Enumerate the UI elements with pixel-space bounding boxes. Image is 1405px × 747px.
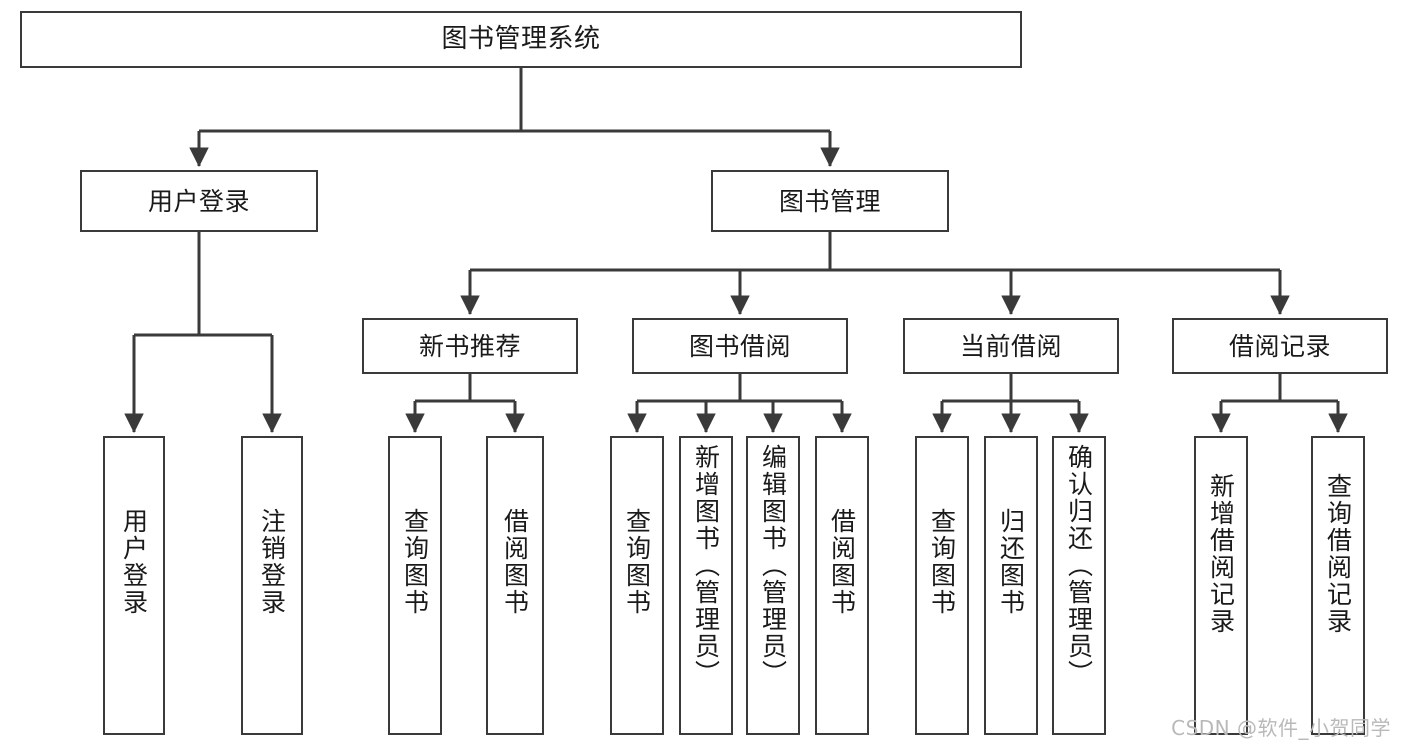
node-leaf-add-book[interactable]: 新增图书（管理员） — [679, 436, 733, 735]
csdn-watermark: CSDN @软件_小贺同学 — [1171, 716, 1391, 740]
node-leaf-query-book-b-label: 查询图书 — [622, 508, 652, 616]
node-leaf-query-book-rec[interactable]: 查询图书 — [388, 436, 442, 735]
node-leaf-query-book-c[interactable]: 查询图书 — [915, 436, 969, 735]
node-leaf-add-book-label: 新增图书（管理员） — [691, 444, 721, 687]
node-borrow-record-label: 借阅记录 — [1228, 331, 1331, 361]
node-root[interactable]: 图书管理系统 — [20, 11, 1022, 68]
node-leaf-borrow-book-b-label: 借阅图书 — [827, 508, 857, 616]
node-book-borrow[interactable]: 图书借阅 — [632, 318, 848, 374]
node-leaf-edit-book-label: 编辑图书（管理员） — [758, 444, 788, 687]
node-leaf-return-book-label: 归还图书 — [996, 508, 1026, 616]
node-leaf-return-book[interactable]: 归还图书 — [984, 436, 1038, 735]
node-leaf-confirm-return-label: 确认归还（管理员） — [1064, 444, 1094, 687]
node-user-login[interactable]: 用户登录 — [80, 170, 318, 232]
node-borrow-record[interactable]: 借阅记录 — [1172, 318, 1388, 374]
node-book-manage-label: 图书管理 — [778, 186, 881, 216]
node-leaf-query-record[interactable]: 查询借阅记录 — [1311, 436, 1365, 735]
node-book-borrow-label: 图书借阅 — [688, 331, 791, 361]
node-book-manage[interactable]: 图书管理 — [711, 170, 949, 232]
node-leaf-query-record-label: 查询借阅记录 — [1323, 473, 1353, 635]
node-current-borrow[interactable]: 当前借阅 — [903, 318, 1119, 374]
node-current-borrow-label: 当前借阅 — [959, 331, 1062, 361]
node-leaf-query-book-c-label: 查询图书 — [927, 508, 957, 616]
node-new-book-rec-label: 新书推荐 — [418, 331, 521, 361]
node-leaf-borrow-book-rec-label: 借阅图书 — [500, 508, 530, 616]
node-leaf-user-login-label: 用户登录 — [119, 508, 149, 616]
node-leaf-borrow-book-rec[interactable]: 借阅图书 — [486, 436, 544, 735]
node-leaf-query-book-b[interactable]: 查询图书 — [610, 436, 664, 735]
node-leaf-user-logout[interactable]: 注销登录 — [241, 436, 303, 735]
node-leaf-edit-book[interactable]: 编辑图书（管理员） — [746, 436, 800, 735]
node-leaf-query-book-rec-label: 查询图书 — [400, 508, 430, 616]
node-new-book-rec[interactable]: 新书推荐 — [362, 318, 578, 374]
node-leaf-confirm-return[interactable]: 确认归还（管理员） — [1052, 436, 1106, 735]
node-leaf-user-logout-label: 注销登录 — [257, 508, 287, 616]
node-leaf-add-record-label: 新增借阅记录 — [1206, 473, 1236, 635]
node-leaf-user-login[interactable]: 用户登录 — [103, 436, 165, 735]
node-user-login-label: 用户登录 — [147, 186, 250, 216]
node-root-label: 图书管理系统 — [441, 24, 601, 55]
node-leaf-borrow-book-b[interactable]: 借阅图书 — [815, 436, 869, 735]
node-leaf-add-record[interactable]: 新增借阅记录 — [1194, 436, 1248, 735]
